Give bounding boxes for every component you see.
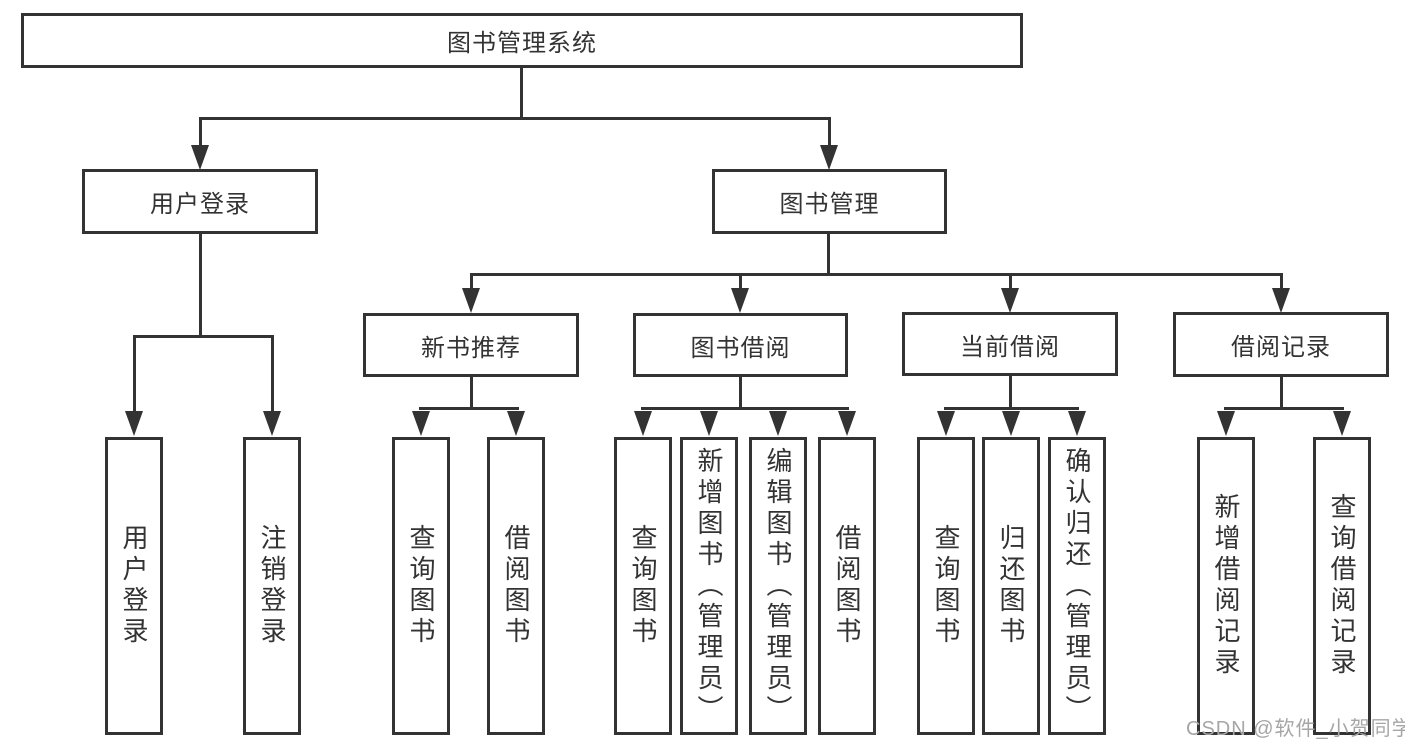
node-user-login: 用户登录 <box>82 169 318 234</box>
leaf-user-login: 用户登录 <box>105 437 163 735</box>
connector-new-book-split <box>419 407 519 410</box>
arrow-down-icon <box>1333 411 1351 436</box>
connector-user-login-drop <box>199 117 202 147</box>
leaf-borrow-book-recommend: 借阅图书 <box>487 437 545 735</box>
connector-level3-drop <box>1009 273 1012 290</box>
arrow-down-icon <box>937 411 955 436</box>
node-root-label: 图书管理系统 <box>447 30 597 57</box>
node-user-login-label: 用户登录 <box>150 191 250 218</box>
connector-root-stem <box>520 68 523 117</box>
node-current-borrow-label: 当前借阅 <box>960 333 1060 361</box>
node-current-borrow: 当前借阅 <box>902 312 1118 376</box>
arrow-down-icon <box>634 411 652 436</box>
arrow-down-icon <box>769 411 787 436</box>
leaf-label: 借阅图书 <box>832 524 862 648</box>
connector-leaf-drop <box>133 335 136 413</box>
arrow-down-icon <box>1068 411 1086 436</box>
arrow-down-icon <box>191 145 209 170</box>
connector-current-borrow-split <box>944 407 1079 410</box>
leaf-label: 查询借阅记录 <box>1327 493 1357 679</box>
leaf-query-book-current: 查询图书 <box>917 437 975 735</box>
leaf-logout: 注销登录 <box>243 437 301 735</box>
node-book-borrow: 图书借阅 <box>633 313 848 377</box>
node-book-mgmt: 图书管理 <box>712 169 947 234</box>
leaf-label: 确认归还（管理员） <box>1062 446 1092 726</box>
leaf-label: 借阅图书 <box>501 524 531 648</box>
arrow-down-icon <box>125 411 143 436</box>
node-book-borrow-label: 图书借阅 <box>690 334 791 362</box>
leaf-label: 查询图书 <box>628 524 658 648</box>
connector-book-borrow-stem <box>739 377 742 408</box>
node-root: 图书管理系统 <box>21 13 1023 68</box>
leaf-label: 注销登录 <box>257 524 287 648</box>
node-new-book: 新书推荐 <box>363 313 579 377</box>
leaf-return-book: 归还图书 <box>982 437 1040 735</box>
arrow-down-icon <box>412 411 430 436</box>
arrow-down-icon <box>1001 288 1019 313</box>
leaf-query-borrow-record: 查询借阅记录 <box>1313 437 1371 735</box>
leaf-label: 归还图书 <box>996 524 1026 648</box>
connector-borrow-record-split <box>1224 407 1344 410</box>
node-borrow-record: 借阅记录 <box>1173 312 1389 377</box>
leaf-label: 新增图书（管理员） <box>694 446 724 726</box>
leaf-add-book-admin: 新增图书（管理员） <box>680 437 738 735</box>
connector-level2-split <box>199 117 831 120</box>
arrow-down-icon <box>820 145 838 170</box>
connector-book-borrow-split <box>641 407 849 410</box>
connector-level3-drop <box>1280 273 1283 290</box>
connector-leaf-drop <box>271 335 274 413</box>
leaf-label: 编辑图书（管理员） <box>763 446 793 726</box>
connector-level3-drop <box>739 273 742 290</box>
arrow-down-icon <box>1002 411 1020 436</box>
connector-borrow-record-stem <box>1280 377 1283 408</box>
leaf-label: 用户登录 <box>119 524 149 648</box>
leaf-label: 查询图书 <box>406 524 436 648</box>
arrow-down-icon <box>1217 411 1235 436</box>
arrow-down-icon <box>462 288 480 313</box>
connector-user-login-stem <box>199 234 202 335</box>
connector-level3-split <box>470 273 1283 276</box>
csdn-watermark: CSDN @软件_小贺同学 <box>1186 718 1405 740</box>
connector-current-borrow-stem <box>1009 376 1012 408</box>
node-book-mgmt-label: 图书管理 <box>779 191 880 218</box>
leaf-query-book-borrow: 查询图书 <box>614 437 672 735</box>
node-borrow-record-label: 借阅记录 <box>1231 334 1331 361</box>
leaf-label: 查询图书 <box>931 524 961 648</box>
arrow-down-icon <box>731 288 749 313</box>
connector-level3-drop <box>470 273 473 290</box>
arrow-down-icon <box>700 411 718 436</box>
arrow-down-icon <box>507 411 525 436</box>
connector-book-mgmt-stem <box>827 234 830 273</box>
leaf-add-borrow-record: 新增借阅记录 <box>1197 437 1255 735</box>
arrow-down-icon <box>263 411 281 436</box>
connector-user-split <box>133 335 274 338</box>
arrow-down-icon <box>838 411 856 436</box>
arrow-down-icon <box>1272 288 1290 313</box>
node-new-book-label: 新书推荐 <box>421 334 521 362</box>
leaf-confirm-return-admin: 确认归还（管理员） <box>1048 437 1106 735</box>
connector-new-book-stem <box>470 377 473 408</box>
leaf-edit-book-admin: 编辑图书（管理员） <box>749 437 807 735</box>
leaf-label: 新增借阅记录 <box>1211 493 1241 679</box>
connector-book-mgmt-drop <box>828 117 831 147</box>
leaf-borrow-book: 借阅图书 <box>818 437 876 735</box>
leaf-query-book-recommend: 查询图书 <box>392 437 450 735</box>
